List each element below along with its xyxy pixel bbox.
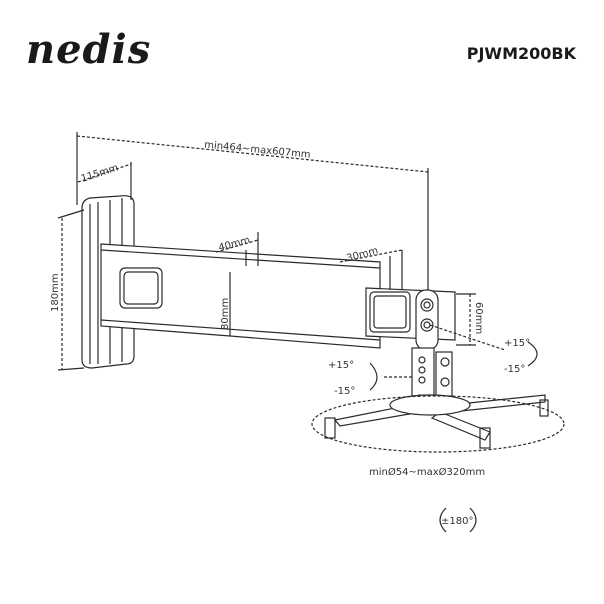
brand-logo: nedis [26, 26, 152, 73]
bracket-diameter-label: minØ54~maxØ320mm [369, 466, 485, 478]
tilt-right-plus-label: +15° [504, 338, 530, 349]
wall-plate-height-label: 180mm [50, 273, 61, 312]
model-number: PJWM200BK [466, 44, 576, 63]
tilt-left-minus-label: -15° [334, 386, 355, 397]
inner-tube-height-label: 60mm [473, 302, 484, 334]
outer-tube-height-label: 80mm [220, 298, 231, 330]
arm-length-label: min464~max607mm [204, 140, 311, 161]
rotation-label: ±180° [441, 516, 473, 527]
tilt-left-plus-label: +15° [328, 360, 354, 371]
wall-plate-depth-label: 115mm [80, 162, 120, 184]
tilt-right-minus-label: -15° [504, 364, 525, 375]
